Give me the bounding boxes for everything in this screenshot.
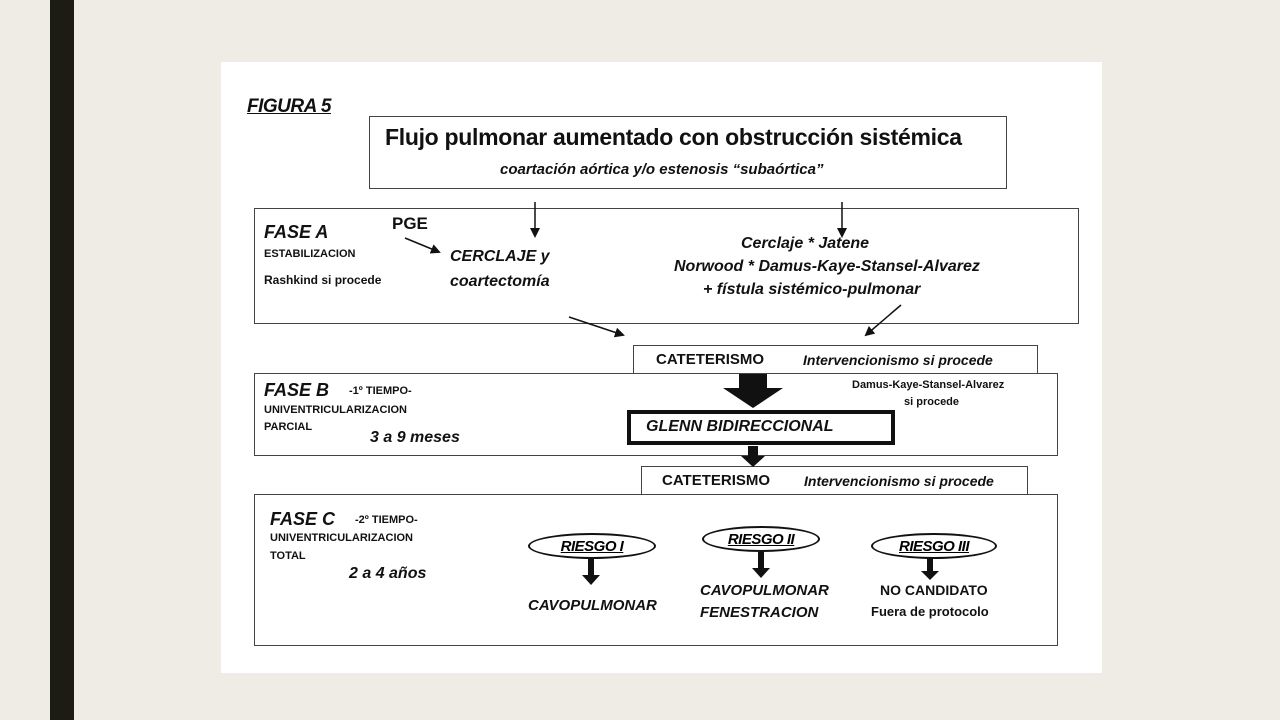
phase-a-option1-line2: coartectomía [450, 273, 550, 290]
risk-2-oval: RIESGO II [702, 526, 820, 552]
risk-3-outcome-line2: Fuera de protocolo [871, 604, 989, 619]
phase-a-stage: ESTABILIZACION [264, 248, 356, 260]
phase-a-box [254, 208, 1079, 324]
risk-2-outcome-line2: FENESTRACION [700, 604, 819, 618]
phase-b-age: 3 a 9 meses [370, 429, 460, 446]
risk-2-outcome-line1: CAVOPULMONAR [700, 582, 829, 599]
phase-b-side-note-line1: Damus-Kaye-Stansel-Alvarez [852, 379, 1005, 391]
phase-a-drug: PGE [392, 214, 428, 233]
cath1-label: CATETERISMO [656, 351, 765, 368]
phase-a-note: Rashkind si procede [264, 273, 382, 287]
phase-a-name: FASE A [264, 222, 329, 242]
risk-1-outcome: CAVOPULMONAR [528, 597, 657, 614]
phase-b-line2: UNIVENTRICULARIZACION [264, 404, 407, 416]
risk-3-outcome-clip: Fuera de protocolo [866, 602, 1026, 619]
phase-a-option2-line3: + fístula sistémico-pulmonar [703, 281, 921, 298]
phase-c-time: -2º TIEMPO- [355, 514, 418, 526]
slide-side-bar [50, 0, 74, 720]
phase-b-line3: PARCIAL [264, 421, 313, 433]
risk-2-label: RIESGO II [727, 530, 795, 548]
phase-c-name: FASE C [270, 509, 336, 529]
risk-1-label: RIESGO I [560, 537, 624, 555]
phase-b-time: -1º TIEMPO- [349, 385, 412, 397]
risk-1-oval: RIESGO I [528, 533, 656, 559]
glenn-box [627, 410, 895, 445]
phase-c-age: 2 a 4 años [349, 565, 427, 582]
glenn-label: GLENN BIDIRECCIONAL [646, 418, 834, 435]
header-subtitle: coartación aórtica y/o estenosis “subaór… [500, 161, 824, 178]
cath2-label: CATETERISMO [662, 472, 771, 489]
phase-b-name: FASE B [264, 380, 330, 400]
cath2-note: Intervencionismo si procede [804, 473, 994, 489]
risk-3-label: RIESGO III [898, 537, 970, 555]
phase-a-option2-line1: Cerclaje * Jatene [741, 235, 870, 252]
header-box [369, 116, 1007, 189]
phase-a-option1-line1: CERCLAJE y [450, 248, 550, 265]
phase-c-line3: TOTAL [270, 550, 306, 562]
cath1-note: Intervencionismo si procede [803, 352, 993, 368]
flowchart-figure: FIGURA 5 Flujo pulmonar aumentado con ob… [221, 62, 1102, 673]
risk-2-outcome-clip: FENESTRACION [691, 602, 851, 618]
phase-c-line2: UNIVENTRICULARIZACION [270, 532, 413, 544]
risk-3-oval: RIESGO III [871, 533, 997, 559]
risk-3-outcome-line1: NO CANDIDATO [880, 582, 988, 598]
phase-b-side-note-line2: si procede [904, 396, 960, 408]
header-title: Flujo pulmonar aumentado con obstrucción… [385, 124, 962, 150]
phase-a-option2-line2: Norwood * Damus-Kaye-Stansel-Alvarez [674, 258, 980, 275]
figure-label: FIGURA 5 [247, 96, 331, 117]
